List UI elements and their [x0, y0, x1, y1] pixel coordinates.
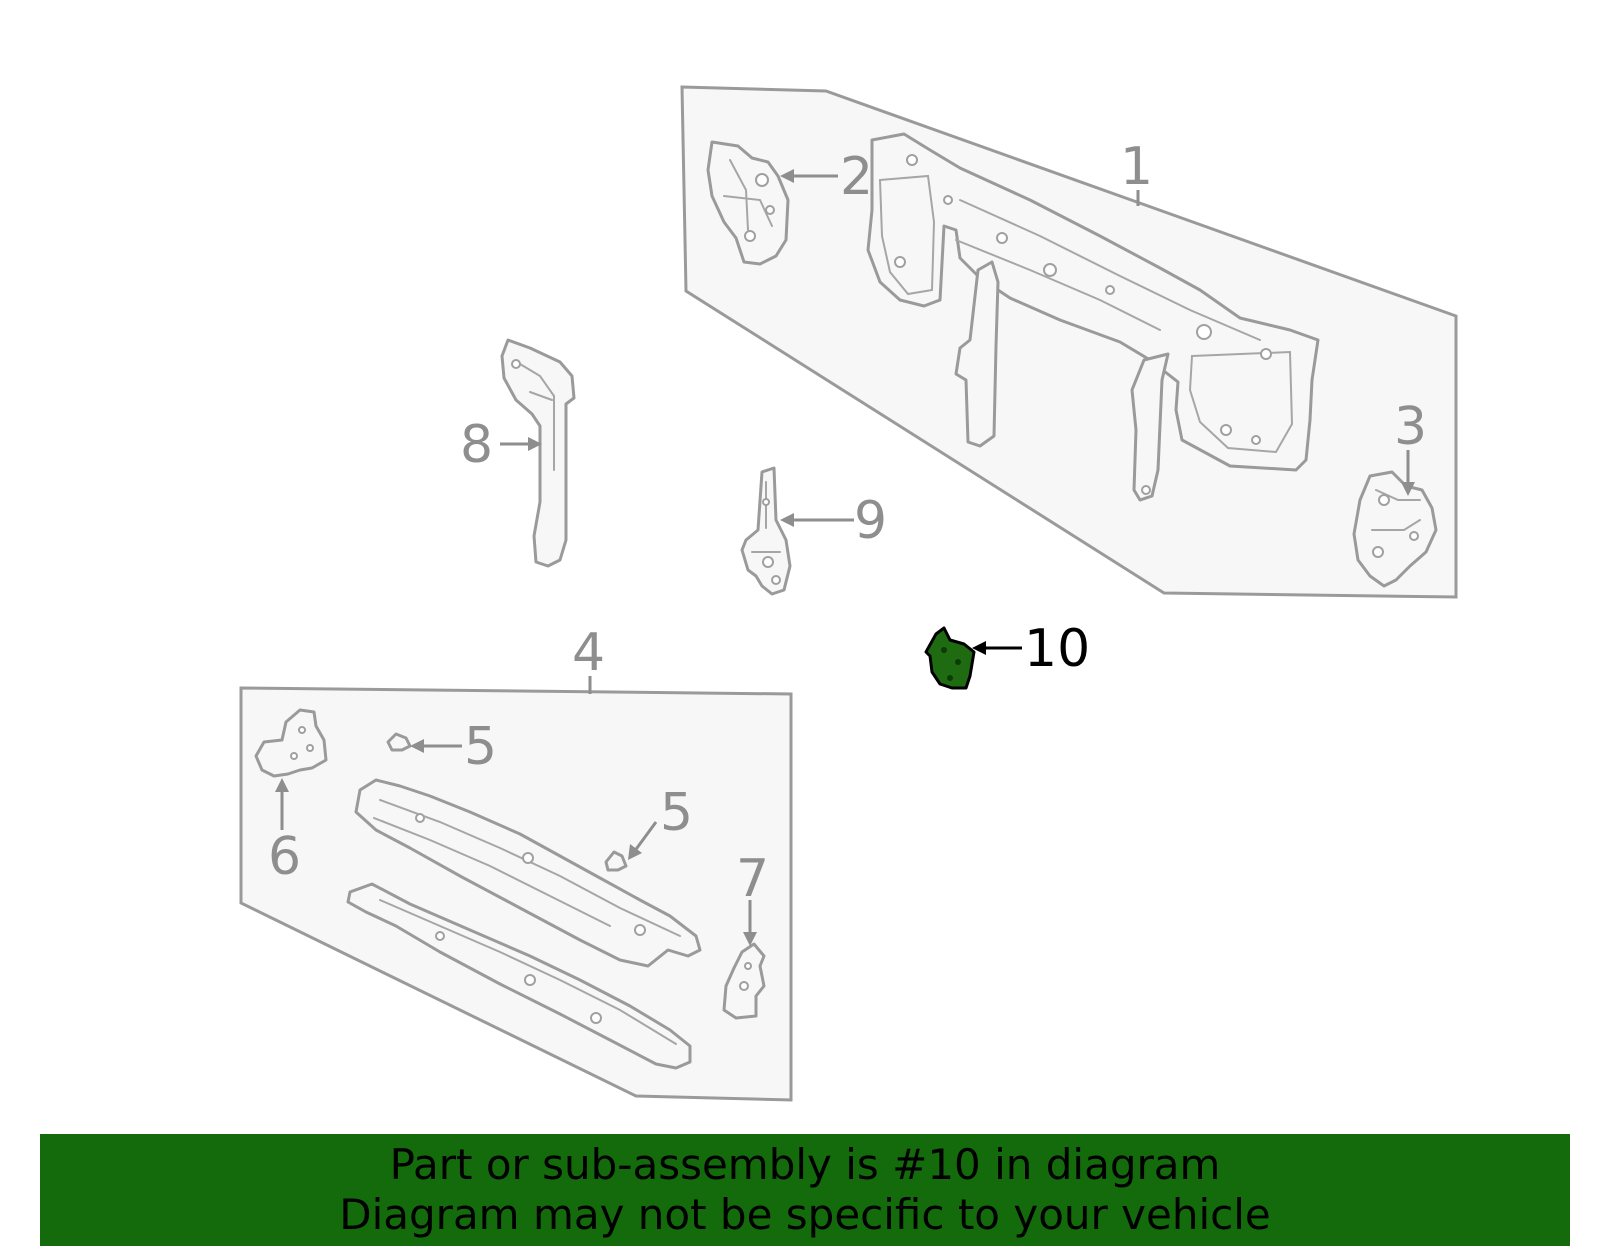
part-8-support	[500, 338, 576, 568]
parts-diagram: 1 2 3 4 5 5 6 7 8 9 10	[239, 85, 1458, 1102]
part-1-radiator-support	[866, 132, 1320, 502]
part-10-bracket-highlighted	[924, 626, 976, 690]
part-9-bracket	[740, 466, 792, 596]
callout-10: 10	[1024, 619, 1090, 679]
lower-crossmember	[346, 882, 692, 1070]
part-2-bracket	[706, 140, 790, 266]
banner-line-2: Diagram may not be specific to your vehi…	[339, 1190, 1271, 1239]
callout-4: 4	[572, 623, 605, 683]
part-6-bracket	[254, 708, 328, 778]
part-7-bracket	[722, 942, 766, 1020]
callout-9: 9	[854, 491, 887, 551]
callout-8: 8	[460, 415, 493, 475]
leader-lines	[275, 169, 1415, 946]
banner-line-1: Part or sub-assembly is #10 in diagram	[389, 1140, 1221, 1189]
callout-2: 2	[840, 147, 873, 207]
callout-1: 1	[1120, 137, 1153, 197]
info-banner: Part or sub-assembly is #10 in diagram D…	[40, 1134, 1570, 1246]
callout-3: 3	[1394, 397, 1427, 457]
upper-crossmember	[354, 778, 702, 968]
callout-6: 6	[268, 827, 301, 887]
callout-5-upper: 5	[464, 717, 497, 777]
part-5-clip-lower	[604, 850, 628, 872]
callout-7: 7	[736, 849, 769, 909]
callout-5-lower: 5	[660, 783, 693, 843]
